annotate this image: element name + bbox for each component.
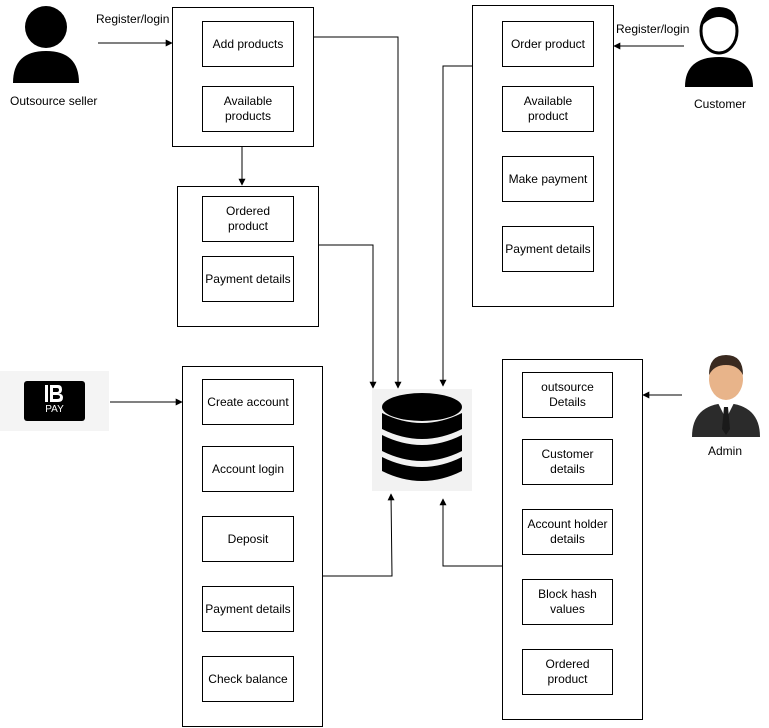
customer-to-db-arrow [439, 65, 472, 387]
orders-to-db-arrow [318, 244, 377, 389]
admin-businessman-icon [692, 355, 760, 437]
customer-register-label: Register/login [616, 22, 690, 36]
seller-to-db-arrow [314, 36, 402, 389]
customer-details-item[interactable]: Customer details [522, 439, 613, 485]
seller-register-label: Register/login [96, 12, 170, 26]
add-products-item[interactable]: Add products [202, 21, 294, 67]
customer-payment-details-item[interactable]: Payment details [502, 226, 594, 272]
make-payment-item[interactable]: Make payment [502, 156, 594, 202]
account-holder-details-item[interactable]: Account holder details [522, 509, 613, 555]
deposit-item[interactable]: Deposit [202, 516, 294, 562]
seller-person-icon [13, 6, 79, 83]
seller-ordered-product-item[interactable]: Ordered product [202, 196, 294, 242]
bank-payment-details-item[interactable]: Payment details [202, 586, 294, 632]
account-login-item[interactable]: Account login [202, 446, 294, 492]
customer-actor-label: Customer [694, 97, 747, 111]
database-icon [382, 393, 462, 481]
seller-payment-details-item[interactable]: Payment details [202, 256, 294, 302]
available-products-item[interactable]: Available products [202, 86, 294, 132]
create-account-item[interactable]: Create account [202, 379, 294, 425]
bank-to-db-arrow [323, 493, 395, 577]
pay-logo-badge: PAY [24, 381, 85, 421]
available-product-item[interactable]: Available product [502, 86, 594, 132]
customer-person-icon [685, 7, 753, 87]
admin-actor-label: Admin [708, 444, 743, 458]
block-hash-values-item[interactable]: Block hash values [522, 579, 613, 625]
admin-box-to-db-arrow [439, 498, 502, 567]
order-product-item[interactable]: Order product [502, 21, 594, 67]
check-balance-item[interactable]: Check balance [202, 656, 294, 702]
pay-logo-text: PAY [45, 404, 64, 415]
pay-logo-mark [45, 385, 63, 402]
seller-actor-label: Outsource seller [10, 94, 98, 108]
admin-ordered-product-item[interactable]: Ordered product [522, 649, 613, 695]
outsource-details-item[interactable]: outsource Details [522, 372, 613, 418]
